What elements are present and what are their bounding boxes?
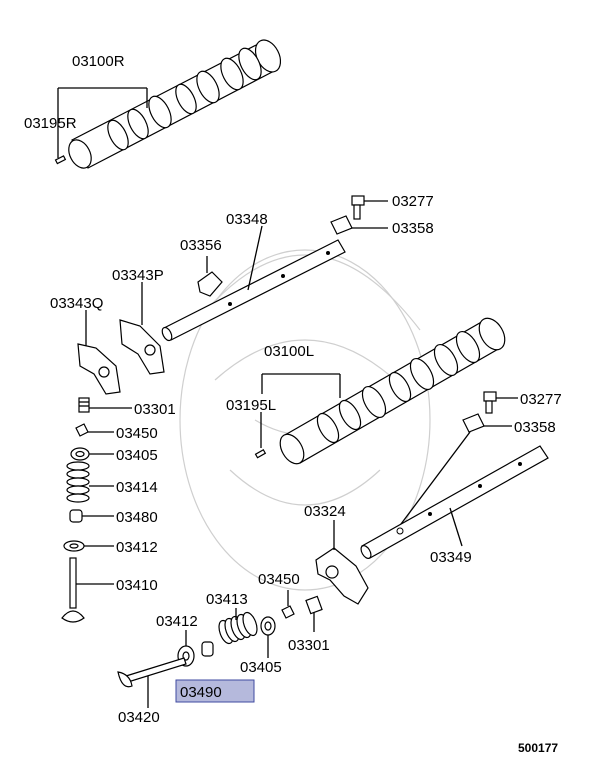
page-number: 500177 (518, 741, 558, 755)
leader-03349 (449, 507, 463, 547)
camshaft-r[interactable] (64, 36, 285, 172)
intake-valve-03410[interactable] (61, 557, 85, 623)
label-03480[interactable]: 03480 (116, 509, 158, 526)
rocker-shaft-03348[interactable] (160, 239, 346, 342)
label-03324[interactable]: 03324 (304, 503, 346, 520)
retainer-03405-a[interactable] (70, 447, 90, 461)
label-03358-a[interactable]: 03358 (392, 220, 434, 237)
label-03420[interactable]: 03420 (118, 709, 160, 726)
adjuster-03301-b[interactable] (305, 595, 323, 615)
label-03343q[interactable]: 03343Q (50, 295, 103, 312)
dowel-pin-l[interactable] (254, 448, 267, 459)
leader-03100l (261, 373, 341, 398)
label-03195l[interactable]: 03195L (226, 397, 276, 414)
label-03277-b[interactable]: 03277 (520, 391, 562, 408)
label-03301-a[interactable]: 03301 (134, 401, 176, 418)
bolt-03277-b[interactable] (483, 391, 497, 414)
label-03301-b[interactable]: 03301 (288, 637, 330, 654)
label-03405-a[interactable]: 03405 (116, 447, 158, 464)
label-03450-b[interactable]: 03450 (258, 571, 300, 588)
cotter-03450-b[interactable] (281, 605, 295, 619)
label-03100l[interactable]: 03100L (264, 343, 314, 360)
bolt-03277-a[interactable] (351, 195, 365, 220)
spring-clip-03356[interactable] (197, 271, 223, 297)
label-03410[interactable]: 03410 (116, 577, 158, 594)
stem-seal-03480[interactable] (69, 509, 83, 523)
cap-03358-b[interactable] (462, 413, 485, 433)
cam-lobes-r (107, 47, 262, 151)
rocker-arm-03343p[interactable] (119, 319, 165, 375)
leader-hole-03358 (397, 431, 471, 529)
dowel-pin-r[interactable] (54, 155, 67, 165)
label-03343p[interactable]: 03343P (112, 267, 164, 284)
label-03405-b[interactable]: 03405 (240, 659, 282, 676)
stem-seal-03490[interactable] (201, 641, 214, 657)
label-03277-a[interactable]: 03277 (392, 193, 434, 210)
rocker-arm-03324[interactable] (315, 547, 369, 605)
label-03414[interactable]: 03414 (116, 479, 158, 496)
leader-03348 (247, 225, 263, 291)
spring-seat-03412-a[interactable] (63, 540, 85, 552)
cotter-03450-a[interactable] (75, 423, 89, 437)
label-03100r[interactable]: 03100R (72, 53, 125, 70)
cap-03358-a[interactable] (330, 215, 353, 235)
label-03413[interactable]: 03413 (206, 591, 248, 608)
part-highlight-03490 (175, 679, 255, 703)
rocker-arm-03343q[interactable] (77, 343, 121, 395)
valve-spring-03414[interactable] (66, 461, 90, 503)
valve-spring-03413[interactable] (216, 611, 259, 646)
leader-03100r (57, 87, 148, 158)
label-03490[interactable]: 03490 (180, 684, 222, 701)
camshaft-l[interactable] (275, 314, 510, 468)
label-03450-a[interactable]: 03450 (116, 425, 158, 442)
label-03358-b[interactable]: 03358 (514, 419, 556, 436)
label-03412-a[interactable]: 03412 (116, 539, 158, 556)
label-03348[interactable]: 03348 (226, 211, 268, 228)
rocker-shaft-03349[interactable] (359, 445, 549, 560)
label-03349[interactable]: 03349 (430, 549, 472, 566)
exhaust-valve-03420[interactable] (117, 657, 187, 688)
label-03412-b[interactable]: 03412 (156, 613, 198, 630)
label-03356[interactable]: 03356 (180, 237, 222, 254)
label-03195r[interactable]: 03195R (24, 115, 77, 132)
retainer-03405-b[interactable] (260, 616, 276, 636)
adjuster-03301-a[interactable] (78, 397, 90, 413)
cam-lobes-l (316, 331, 481, 444)
